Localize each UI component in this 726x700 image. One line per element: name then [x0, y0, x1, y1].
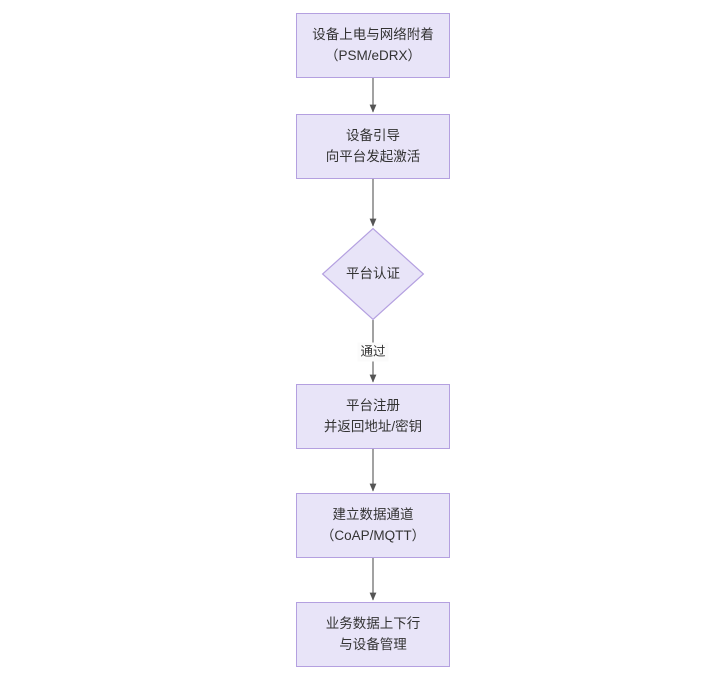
node-platform-register-line2: 并返回地址/密钥 — [323, 418, 423, 434]
node-bootstrap[interactable]: 设备引导 向平台发起激活 — [296, 114, 450, 179]
edge-label-pass: 通过 — [357, 342, 389, 362]
node-business-data-line1: 业务数据上下行 — [325, 615, 421, 631]
node-data-channel[interactable]: 建立数据通道 （CoAP/MQTT） — [296, 493, 450, 558]
node-bootstrap-line2: 向平台发起激活 — [325, 148, 421, 164]
diamond-shape-icon — [321, 227, 425, 321]
node-data-channel-line2: （CoAP/MQTT） — [320, 527, 426, 543]
node-data-channel-line1: 建立数据通道 — [332, 506, 414, 522]
node-power-on-line1: 设备上电与网络附着 — [312, 26, 434, 42]
node-business-data[interactable]: 业务数据上下行 与设备管理 — [296, 602, 450, 667]
node-platform-auth-label: 平台认证 — [346, 265, 400, 281]
node-platform-register-line1: 平台注册 — [346, 397, 400, 413]
node-platform-auth[interactable]: 平台认证 — [321, 227, 425, 321]
node-bootstrap-line1: 设备引导 — [346, 127, 400, 143]
node-power-on[interactable]: 设备上电与网络附着 （PSM/eDRX） — [296, 13, 450, 78]
node-business-data-line2: 与设备管理 — [339, 636, 407, 652]
node-platform-register[interactable]: 平台注册 并返回地址/密钥 — [296, 384, 450, 449]
node-power-on-line2: （PSM/eDRX） — [324, 47, 422, 63]
